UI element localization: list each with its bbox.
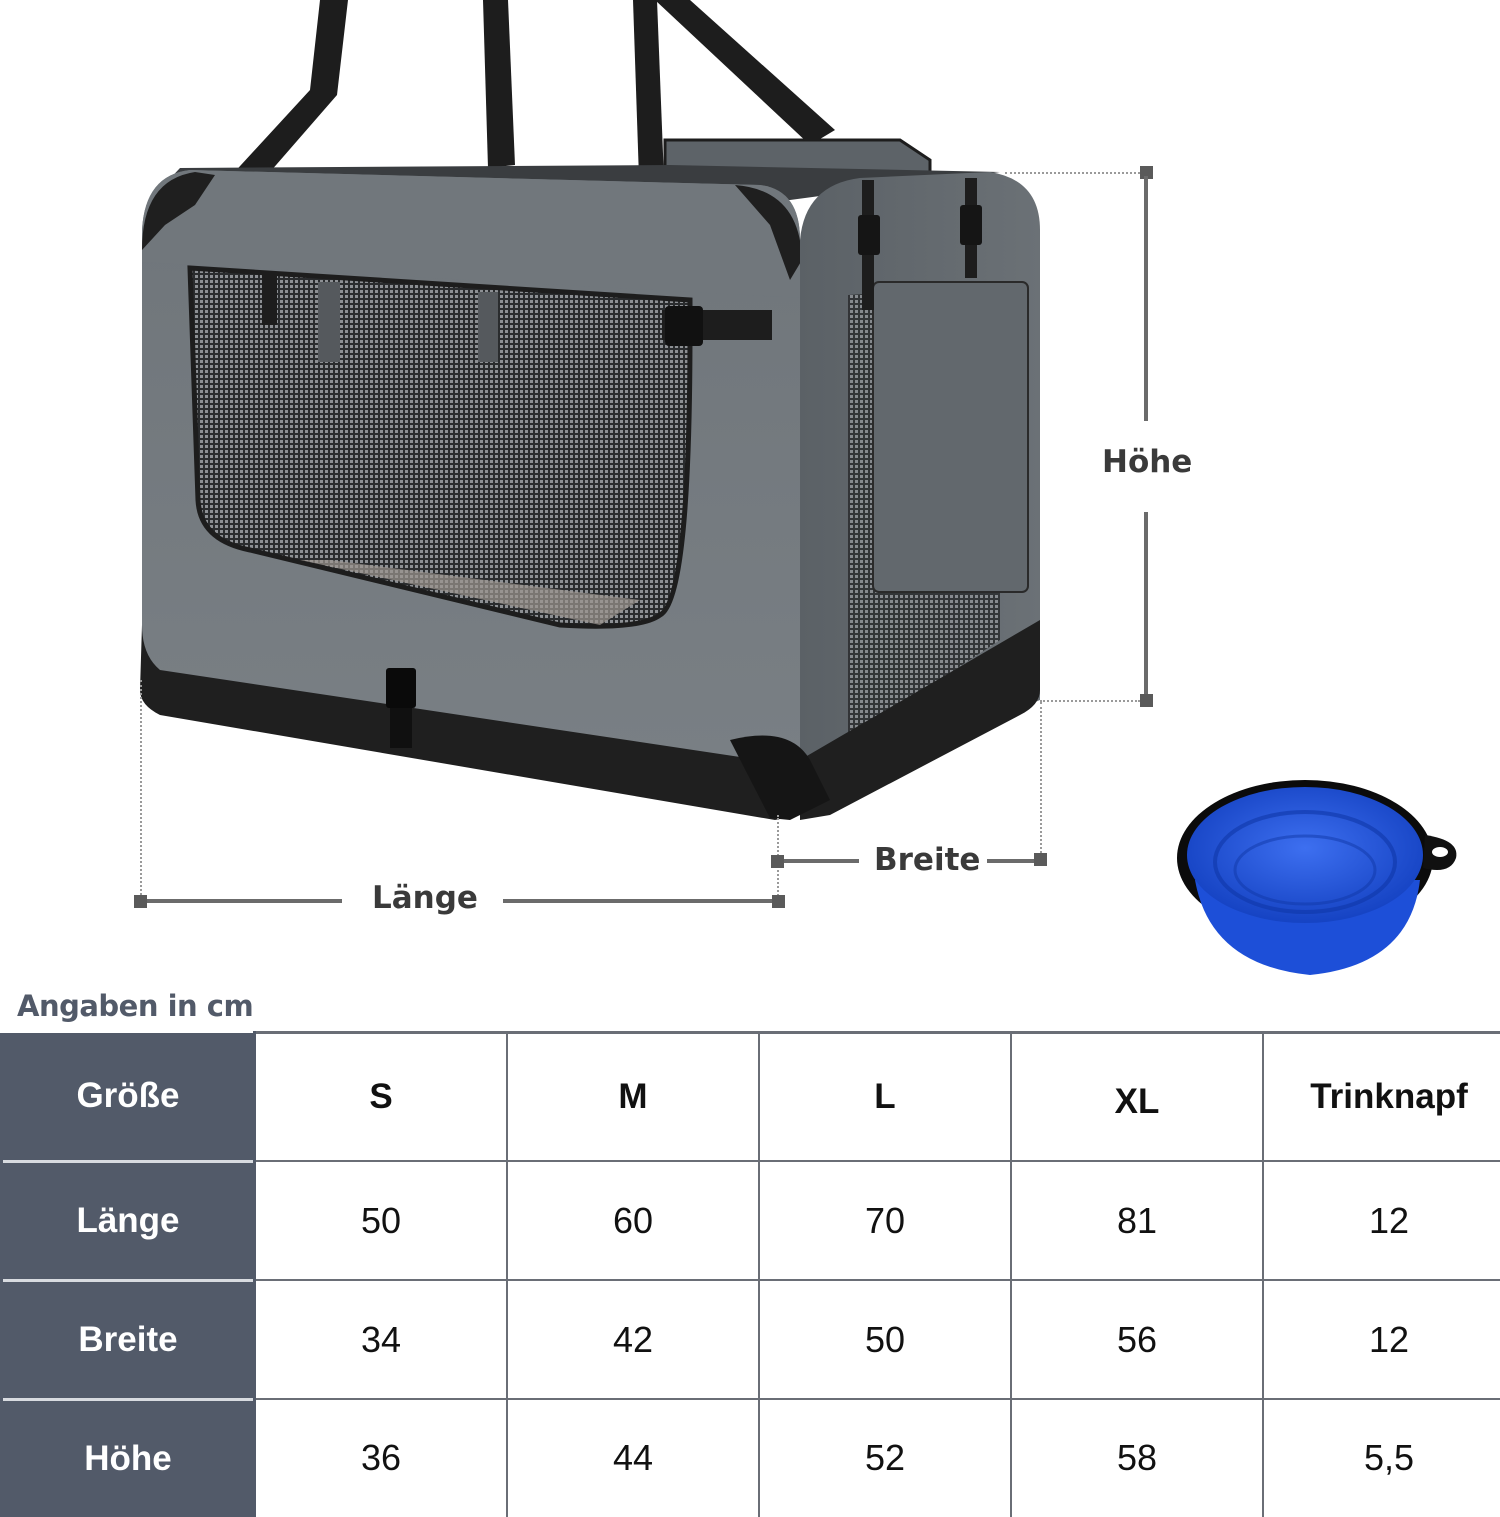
cell-height-l: 52 <box>759 1399 1011 1517</box>
column-header-xl: XL <box>1011 1033 1263 1162</box>
cell-width-l: 50 <box>759 1280 1011 1399</box>
column-header-s: S <box>255 1033 508 1162</box>
height-guide-top <box>1005 172 1140 174</box>
width-cap-right <box>1034 853 1047 866</box>
width-cap-left <box>771 855 784 868</box>
cell-length-m: 60 <box>507 1161 759 1280</box>
length-label: Länge <box>372 883 478 914</box>
length-line-right <box>503 899 773 903</box>
height-label: Höhe <box>1102 447 1192 478</box>
table-caption: Angaben in cm <box>17 989 253 1023</box>
cell-width-bowl: 12 <box>1263 1280 1500 1399</box>
width-line-left <box>784 859 859 863</box>
cell-width-m: 42 <box>507 1280 759 1399</box>
table-row: Breite 34 42 50 56 12 <box>2 1280 1500 1399</box>
cell-length-s: 50 <box>255 1161 508 1280</box>
cell-length-l: 70 <box>759 1161 1011 1280</box>
length-cap-left <box>134 895 147 908</box>
length-guide-left <box>140 680 142 895</box>
cell-length-xl: 81 <box>1011 1161 1263 1280</box>
column-header-bowl: Trinknapf <box>1263 1033 1500 1162</box>
height-line-bottom <box>1144 512 1148 698</box>
table-row: Höhe 36 44 52 58 5,5 <box>2 1399 1500 1517</box>
column-header-m: M <box>507 1033 759 1162</box>
row-label-size: Größe <box>2 1033 255 1162</box>
table-row: Länge 50 60 70 81 12 <box>2 1161 1500 1280</box>
cell-width-xl: 56 <box>1011 1280 1263 1399</box>
bowl-image <box>1177 780 1456 975</box>
height-line-top <box>1144 176 1148 421</box>
height-cap-bottom <box>1140 694 1153 707</box>
cell-height-xl: 58 <box>1011 1399 1263 1517</box>
row-label-length: Länge <box>2 1161 255 1280</box>
cell-width-s: 34 <box>255 1280 508 1399</box>
crate-image <box>0 0 1500 990</box>
cell-height-s: 36 <box>255 1399 508 1517</box>
length-cap-right <box>772 895 785 908</box>
column-header-l: L <box>759 1033 1011 1162</box>
length-line-left <box>147 899 342 903</box>
height-guide-bottom <box>1040 700 1140 702</box>
width-label: Breite <box>874 845 980 876</box>
product-illustration: Höhe Breite Länge <box>0 0 1500 990</box>
size-table: Größe S M L XL Trinknapf Länge 50 60 70 … <box>0 1031 1500 1517</box>
width-guide-right <box>1040 702 1042 857</box>
row-label-height: Höhe <box>2 1399 255 1517</box>
cell-height-m: 44 <box>507 1399 759 1517</box>
row-label-width: Breite <box>2 1280 255 1399</box>
width-line-right <box>987 859 1035 863</box>
cell-height-bowl: 5,5 <box>1263 1399 1500 1517</box>
cell-length-bowl: 12 <box>1263 1161 1500 1280</box>
table-header-row: Größe S M L XL Trinknapf <box>2 1033 1500 1162</box>
